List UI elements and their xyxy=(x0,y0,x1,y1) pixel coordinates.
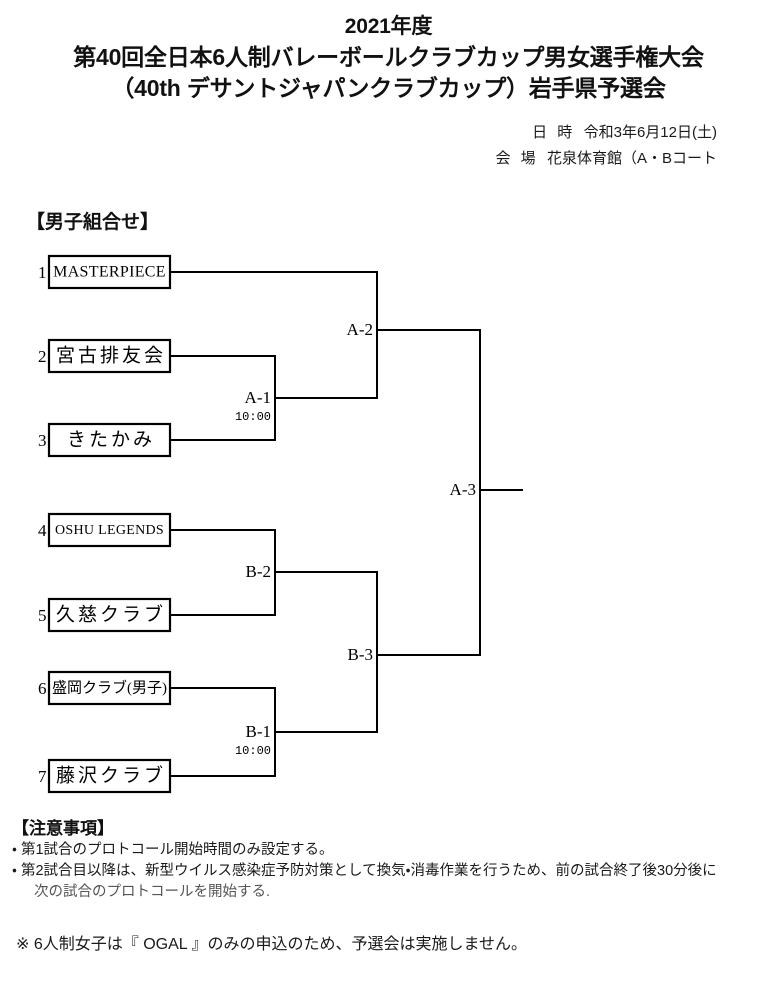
header-year: 2021年度 xyxy=(344,15,433,38)
notes-section: 【注意事項】 ・ 第1試合のプロトコール開始時間のみ設定する。 ・ 第2試合目以… xyxy=(12,818,772,903)
header-title-main: 第40回全日本6人制バレーボールクラブカップ男女選手権大会 xyxy=(73,44,704,70)
team-box-7[interactable] xyxy=(47,758,172,794)
seed-number-4: 4 xyxy=(38,521,47,540)
match-code-a3: A-3 xyxy=(450,480,476,499)
event-venue-row: 会 場 花泉体育館（A・Bコート xyxy=(0,146,717,172)
notes-heading: 【注意事項】 xyxy=(12,819,114,838)
event-meta: 日 時 令和3年6月12日(土) 会 場 花泉体育館（A・Bコート xyxy=(0,120,777,172)
seed-number-5: 5 xyxy=(38,606,47,625)
team-box-3[interactable] xyxy=(47,422,172,458)
team-name-6: 盛岡クラブ(男子) xyxy=(52,678,167,696)
match-code-a1: A-1 xyxy=(245,388,271,407)
header-title-sub: （40th デサントジャパンクラブカップ）岩手県予選会 xyxy=(111,75,666,101)
team-name-7: 藤沢クラブ xyxy=(56,763,166,786)
team-name-1: MASTERPIECE xyxy=(53,264,166,281)
match-time-a1: 10:00 xyxy=(235,410,271,424)
event-date-row: 日 時 令和3年6月12日(土) xyxy=(0,120,717,146)
match-code-b2: B-2 xyxy=(246,562,272,581)
match-code-b3: B-3 xyxy=(348,645,374,664)
match-code-b1: B-1 xyxy=(246,722,272,741)
seed-number-2: 2 xyxy=(38,347,47,366)
team-name-2: 宮古排友会 xyxy=(56,344,166,366)
tournament-bracket: 1 MASTERPIECE 2 宮古排友会 3 きたかみ 4 OSHU LEGE… xyxy=(0,240,777,810)
event-venue-value: 花泉体育館（A・Bコート xyxy=(546,150,717,167)
team-name-5: 久慈クラブ xyxy=(56,602,166,625)
team-name-4: OSHU LEGENDS xyxy=(55,523,164,538)
note-item-2: ・ 第2試合目以降は、新型ウイルス感染症予防対策として換気・消毒作業を行うため、… xyxy=(12,863,717,879)
match-time-b1: 10:00 xyxy=(235,744,271,758)
seed-number-6: 6 xyxy=(38,679,47,698)
event-date-value: 令和3年6月12日(土) xyxy=(583,124,717,141)
team-box-2[interactable] xyxy=(47,338,172,374)
team-box-6[interactable] xyxy=(47,670,172,706)
note-item-1: ・ 第1試合のプロトコール開始時間のみ設定する。 xyxy=(12,842,334,858)
match-code-a2: A-2 xyxy=(347,320,373,339)
event-venue-label: 会 場 xyxy=(495,150,539,167)
team-box-4[interactable] xyxy=(47,512,172,548)
seed-number-7: 7 xyxy=(38,767,47,786)
team-name-3: きたかみ xyxy=(67,429,155,450)
footer-note: ※ 6人制女子は『 OGAL 』のみの申込のため、予選会は実施しません。 xyxy=(16,936,528,953)
bracket-section-title: 【男子組合せ】 xyxy=(26,212,160,233)
note-item-continued: 次の試合のプロトコールを開始する. xyxy=(34,884,271,900)
document-header: 2021年度 第40回全日本6人制バレーボールクラブカップ男女選手権大会 （40… xyxy=(0,0,777,172)
team-box-5[interactable] xyxy=(47,597,172,633)
team-box-1[interactable] xyxy=(47,254,172,290)
event-date-label: 日 時 xyxy=(532,124,576,141)
seed-number-3: 3 xyxy=(38,431,47,450)
seed-number-1: 1 xyxy=(38,263,47,282)
